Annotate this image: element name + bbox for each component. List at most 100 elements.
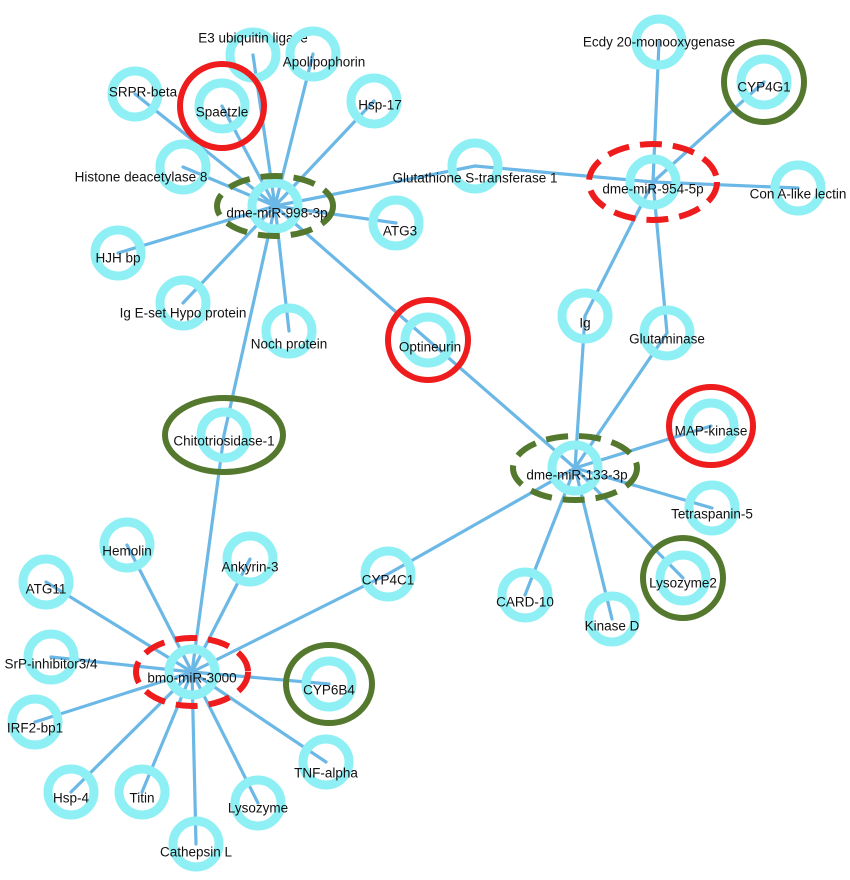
node-label: E3 ubiquitin ligase: [198, 31, 308, 46]
node-ring: [155, 139, 211, 195]
edge-cyp4c1-mir3000: [190, 572, 390, 674]
edges-layer: [33, 40, 800, 846]
node-kinased[interactable]: Kinase D: [584, 591, 640, 647]
node-ring: [196, 407, 252, 463]
node-ankyrin3[interactable]: Ankyrin-3: [221, 531, 279, 587]
node-lyso2[interactable]: Lysozyme2: [640, 535, 726, 621]
node-ring: [194, 78, 250, 134]
node-ring: [447, 138, 503, 194]
node-label: Optineurin: [399, 340, 461, 355]
node-label: Noch protein: [251, 337, 328, 352]
node-ring: [285, 26, 341, 82]
node-label: Apolipophorin: [283, 55, 366, 70]
node-tspan5[interactable]: Tetraspanin-5: [671, 480, 753, 536]
node-label: ATG11: [26, 582, 67, 597]
edge-mir998-optineurin: [273, 204, 430, 342]
dashed-highlight-ellipse: [214, 173, 336, 239]
edge-mir998-srpr: [133, 92, 277, 208]
node-label: IRF2-bp1: [7, 721, 63, 736]
dashed-highlight-ellipse: [133, 635, 251, 709]
node-label: Kinase D: [585, 619, 640, 634]
node-label: Hsp-17: [358, 98, 402, 113]
node-mir998[interactable]: dme-miR-998-3p: [214, 173, 336, 239]
node-srp[interactable]: SrP-inhibitor3/4: [4, 629, 98, 685]
node-mir133[interactable]: dme-miR-133-3p: [510, 433, 640, 503]
node-ring: [368, 195, 424, 251]
node-ring: [298, 734, 354, 790]
node-label: dme-miR-998-3p: [226, 206, 327, 221]
node-mapk[interactable]: MAP-kinase: [666, 384, 756, 468]
node-label: TNF-alpha: [294, 766, 358, 781]
node-ige[interactable]: Ig E-set Hypo protein: [120, 275, 247, 331]
node-mir3000[interactable]: bmo-miR-3000: [133, 635, 251, 709]
node-tnf[interactable]: TNF-alpha: [294, 734, 358, 790]
edge-gst1-mir954: [473, 164, 655, 184]
node-lysozyme[interactable]: Lysozyme: [228, 775, 288, 831]
node-hsp4[interactable]: Hsp-4: [43, 764, 99, 820]
node-srpr[interactable]: SRPR-beta: [107, 66, 178, 122]
highlight-ring: [640, 535, 726, 621]
node-ring: [584, 591, 640, 647]
node-label: Glutaminase: [629, 332, 705, 347]
node-ring: [497, 567, 553, 623]
node-label: Ecdy 20-monooxygenase: [583, 35, 735, 50]
node-label: SRPR-beta: [109, 85, 178, 100]
node-ig[interactable]: Ig: [557, 288, 613, 344]
dashed-highlight-ellipse: [510, 433, 640, 503]
node-gst1[interactable]: Glutathione S-transferase 1: [392, 138, 558, 194]
node-label: Con A-like lectin: [750, 187, 847, 202]
node-titin[interactable]: Titin: [114, 764, 170, 820]
node-cathepsin[interactable]: Cathepsin L: [160, 816, 233, 872]
node-hdac8[interactable]: Histone deacetylase 8: [75, 139, 211, 195]
edge-mir3000-hsp4: [69, 670, 194, 794]
edge-optineurin-mir133: [426, 338, 577, 470]
node-mir954[interactable]: dme-miR-954-5p: [586, 141, 720, 223]
node-label: Ankyrin-3: [221, 560, 278, 575]
node-label: Tetraspanin-5: [671, 507, 753, 522]
node-label: CYP6B4: [303, 683, 355, 698]
node-ring: [90, 225, 146, 281]
node-label: Cathepsin L: [160, 845, 233, 860]
node-atg3[interactable]: ATG3: [368, 195, 424, 251]
node-label: Titin: [129, 791, 154, 806]
node-label: Hsp-4: [53, 791, 90, 806]
node-cyp4g1[interactable]: CYP4G1: [721, 39, 807, 125]
node-ring: [261, 303, 317, 359]
node-ring: [655, 550, 711, 606]
highlight-ring: [177, 61, 267, 151]
node-glut[interactable]: Glutaminase: [629, 305, 705, 361]
node-ring: [18, 554, 74, 610]
highlight-ring: [666, 384, 756, 468]
node-optineurin[interactable]: Optineurin: [385, 297, 471, 383]
node-ring: [684, 480, 740, 536]
node-chito[interactable]: Chitotriosidase-1: [162, 395, 286, 475]
node-ecdy[interactable]: Ecdy 20-monooxygenase: [583, 14, 735, 70]
node-label: Ig E-set Hypo protein: [120, 306, 247, 321]
node-apoli[interactable]: Apolipophorin: [283, 26, 366, 82]
node-irf2[interactable]: IRF2-bp1: [7, 694, 63, 750]
node-cyp6b4[interactable]: CYP6B4: [283, 642, 375, 726]
node-spaetzle[interactable]: Spaetzle: [177, 61, 267, 151]
node-hsp17[interactable]: Hsp-17: [346, 73, 402, 129]
highlight-ring: [162, 395, 286, 475]
node-label: Glutathione S-transferase 1: [392, 171, 557, 186]
node-hjh[interactable]: HJH bp: [90, 225, 146, 281]
node-noch[interactable]: Noch protein: [251, 303, 328, 359]
node-cona[interactable]: Con A-like lectin: [750, 160, 847, 216]
edge-mir133-cyp4c1: [386, 466, 577, 576]
node-label: CYP4C1: [362, 573, 415, 588]
node-ring: [155, 275, 211, 331]
node-label: Spaetzle: [196, 105, 249, 120]
node-hemolin[interactable]: Hemolin: [99, 517, 155, 573]
node-atg11[interactable]: ATG11: [18, 554, 74, 610]
node-label: bmo-miR-3000: [147, 671, 236, 686]
node-ring: [346, 73, 402, 129]
node-ring: [400, 312, 456, 368]
node-ring: [7, 694, 63, 750]
node-ring: [114, 764, 170, 820]
node-card10[interactable]: CARD-10: [496, 567, 554, 623]
node-ring: [23, 629, 79, 685]
node-ring: [683, 398, 739, 454]
node-cyp4c1[interactable]: CYP4C1: [360, 546, 416, 602]
